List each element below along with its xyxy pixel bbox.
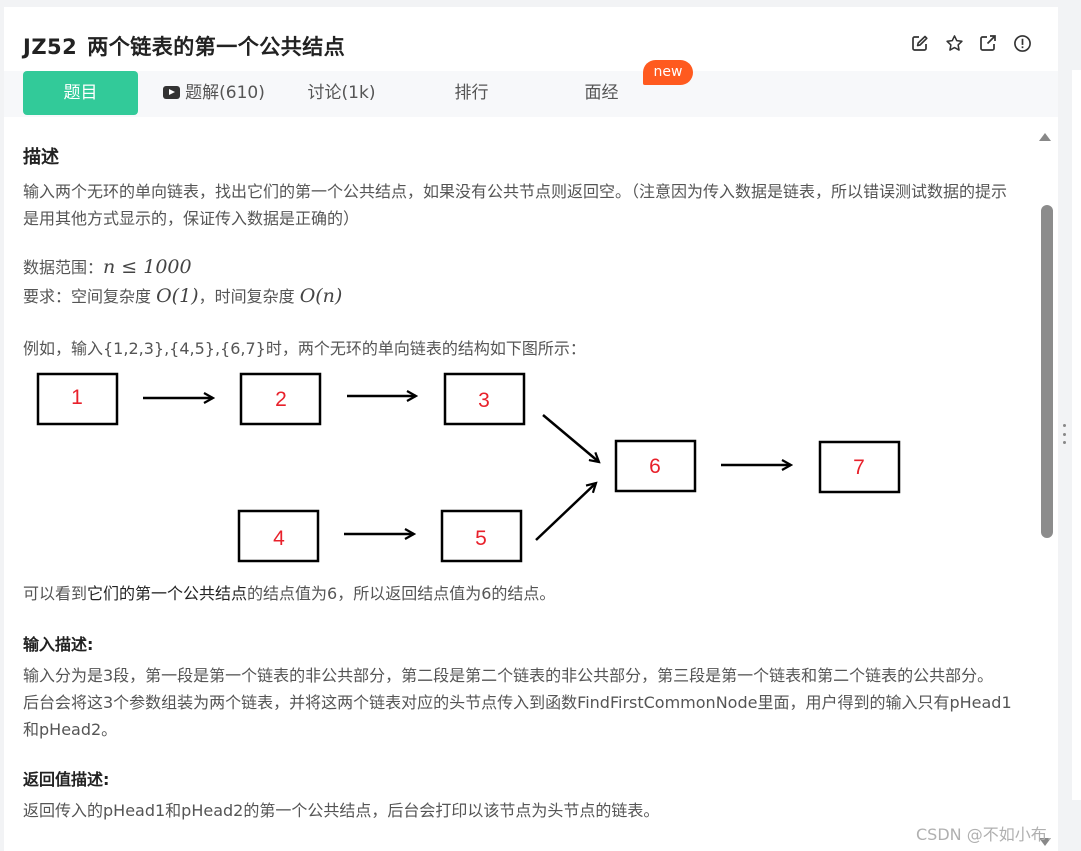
- example-text: 例如，输入{1,2,3},{4,5},{6,7}时，两个无环的单向链表的结构如下…: [23, 339, 586, 358]
- time-complexity: O(n): [299, 285, 343, 307]
- scroll-up-arrow-icon[interactable]: [1039, 133, 1051, 141]
- return-desc-text: 返回传入的pHead1和pHead2的第一个公共结点，后台会打印以该节点为头节点…: [23, 801, 660, 820]
- return-desc-heading: 返回值描述:: [23, 770, 110, 789]
- node-label: 2: [275, 388, 287, 411]
- result-pre: 可以看到: [23, 584, 88, 603]
- tab-solutions-label: 题解(610): [185, 83, 265, 103]
- scrollbar-thumb[interactable]: [1041, 205, 1053, 538]
- info-icon[interactable]: [1012, 33, 1032, 53]
- node-label: 1: [71, 386, 83, 409]
- tab-interview-label: 面经: [584, 83, 619, 103]
- watermark: CSDN @不如小布.: [916, 825, 1052, 844]
- header-actions: [910, 33, 1032, 53]
- tab-problem[interactable]: 题目: [23, 71, 138, 115]
- edit-icon[interactable]: [910, 33, 930, 53]
- result-post: 的结点值为6，所以返回结点值为6的结点。: [247, 584, 556, 603]
- node-label: 7: [853, 456, 865, 479]
- input-desc-text: 输入分为是3段，第一段是第一个链表的非公共部分，第二段是第二个链表的非公共部分，…: [23, 666, 1012, 739]
- diagram-node: 1: [36, 372, 119, 426]
- star-icon[interactable]: [944, 33, 964, 53]
- diagram-node: 7: [818, 440, 901, 494]
- description-intro: 输入两个无环的单向链表，找出它们的第一个公共结点，如果没有公共节点则返回空。（注…: [23, 182, 1008, 228]
- diagram-node: 2: [239, 372, 322, 426]
- video-icon: [163, 86, 181, 99]
- arrow: [535, 483, 596, 541]
- tab-interview[interactable]: 面经: [559, 71, 644, 115]
- diagram-node: 3: [443, 372, 526, 426]
- tab-discussion[interactable]: 讨论(1k): [294, 71, 389, 115]
- tab-bar: 题目 题解(610) 讨论(1k) 排行 面经: [4, 71, 1058, 117]
- node-label: 3: [478, 389, 490, 412]
- right-strip: [1072, 70, 1081, 800]
- data-range-label: 数据范围：: [23, 258, 104, 277]
- page-title: JZ52 两个链表的第一个公共结点: [23, 31, 345, 61]
- diagram-node: 6: [614, 439, 697, 493]
- scroll-down-arrow-icon[interactable]: [1039, 838, 1051, 846]
- node-label: 6: [649, 455, 661, 478]
- description-heading: 描述: [23, 147, 59, 168]
- space-complexity: O(1): [156, 285, 199, 307]
- node-label: 5: [475, 527, 487, 550]
- diagram-node: 4: [237, 509, 320, 563]
- req-mid: ，时间复杂度: [198, 287, 300, 306]
- linked-list-diagram: 1 2 3 4 5 6 7: [36, 372, 901, 563]
- diagram-node: 5: [440, 509, 523, 563]
- example-result: 可以看到它们的第一个公共结点的结点值为6，所以返回结点值为6的结点。: [23, 580, 1013, 607]
- resize-handle-icon[interactable]: [1062, 424, 1066, 444]
- arrow: [542, 414, 599, 462]
- tab-ranking-label: 排行: [454, 83, 489, 103]
- data-range-math: n ≤ 1000: [103, 256, 192, 278]
- new-badge: new: [643, 60, 693, 85]
- problem-panel: JZ52 两个链表的第一个公共结点 题目 题解(610) 讨论(1k) 排行 面经…: [4, 7, 1058, 851]
- complexity-requirement: 要求：空间复杂度 O(1)，时间复杂度 O(n): [23, 283, 1013, 310]
- problem-name: 两个链表的第一个公共结点: [87, 35, 346, 59]
- problem-header: JZ52 两个链表的第一个公共结点: [4, 7, 1058, 71]
- req-label: 要求：空间复杂度: [23, 287, 157, 306]
- external-link-icon[interactable]: [978, 33, 998, 53]
- tab-ranking[interactable]: 排行: [429, 71, 514, 115]
- result-highlight: 它们的第一个公共结点: [87, 584, 248, 603]
- tab-discussion-label: 讨论(1k): [307, 83, 376, 103]
- node-label: 4: [273, 527, 285, 550]
- problem-code: JZ52: [23, 35, 78, 59]
- data-range: 数据范围：n ≤ 1000: [23, 254, 1013, 281]
- tab-solutions[interactable]: 题解(610): [154, 71, 274, 115]
- tab-problem-label: 题目: [63, 83, 98, 103]
- input-desc-heading: 输入描述:: [23, 635, 94, 654]
